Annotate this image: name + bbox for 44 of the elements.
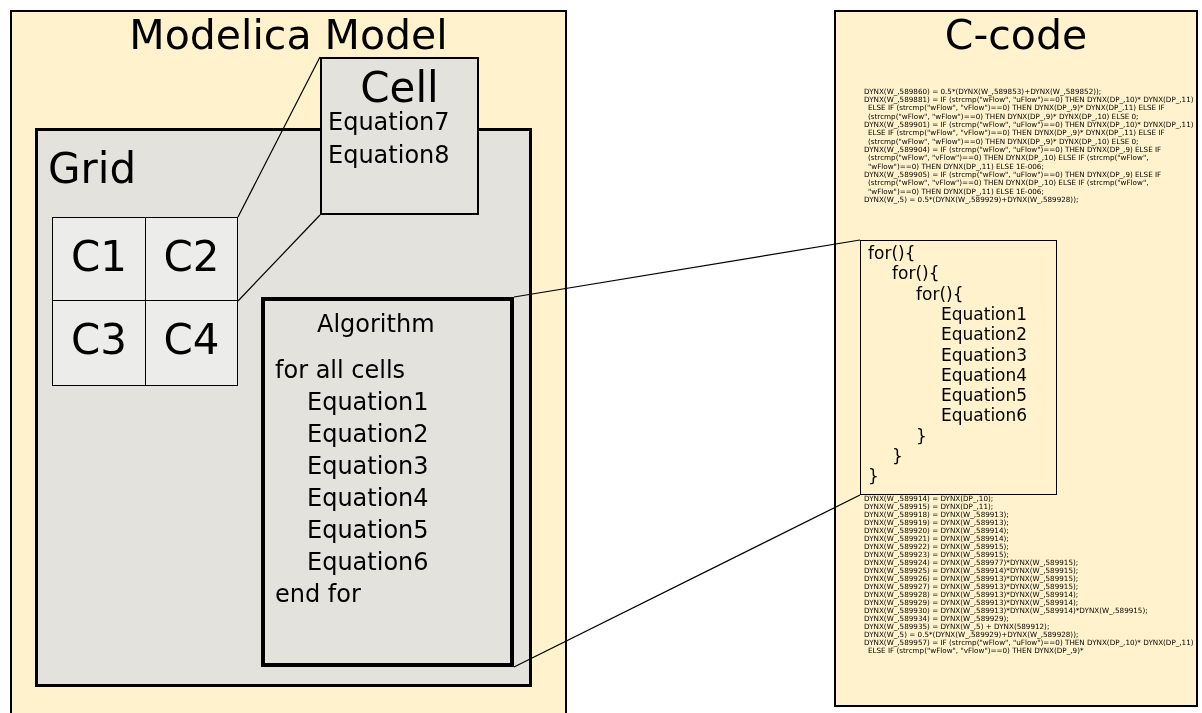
code-panel bbox=[834, 10, 1198, 707]
cell-label: C1 bbox=[69, 234, 129, 281]
equation-text: Equation4 bbox=[941, 365, 1028, 385]
loop-text: end for bbox=[275, 581, 361, 608]
equation-text: Equation4 bbox=[307, 485, 429, 512]
title-heading: C-code bbox=[943, 15, 1089, 56]
title-heading: Modelica Model bbox=[128, 15, 449, 56]
equation-text: Equation2 bbox=[941, 325, 1028, 344]
cell-label: C4 bbox=[162, 317, 221, 364]
equation-text: Equation5 bbox=[941, 386, 1028, 405]
equation-text: Equation3 bbox=[307, 453, 429, 480]
model-panel bbox=[10, 10, 567, 713]
cell-box bbox=[320, 57, 479, 215]
cell-label: Cell bbox=[360, 65, 439, 112]
leader-line bbox=[513, 494, 861, 668]
equation-text: Equation5 bbox=[307, 517, 429, 544]
equation-text: Equation1 bbox=[307, 389, 429, 416]
code-text: for(){ bbox=[868, 244, 916, 263]
leader-line bbox=[237, 56, 321, 218]
algorithm-box bbox=[261, 297, 514, 667]
equation-text: Equation8 bbox=[328, 142, 450, 169]
code-text: } bbox=[868, 467, 879, 486]
code-text: for(){ bbox=[892, 264, 940, 283]
code-text: for(){ bbox=[916, 284, 964, 304]
equation-text: Equation6 bbox=[941, 406, 1028, 426]
code-text: } bbox=[892, 447, 903, 466]
leader-line bbox=[513, 239, 861, 298]
algorithm-heading: Algorithm bbox=[317, 311, 435, 338]
grid-cell bbox=[145, 217, 238, 301]
grid-cell bbox=[52, 217, 146, 301]
loop-text: for all cells bbox=[275, 357, 406, 384]
grid-label: Grid bbox=[48, 146, 137, 193]
equation-text: Equation7 bbox=[328, 109, 450, 136]
cell-label: C3 bbox=[69, 317, 129, 364]
leader-line bbox=[237, 214, 321, 302]
equation-text: Equation6 bbox=[307, 549, 429, 576]
loop-box bbox=[860, 240, 1057, 495]
grid-cell bbox=[52, 300, 146, 386]
code-text: } bbox=[916, 426, 927, 446]
equation-text: Equation2 bbox=[307, 421, 429, 448]
equation-text: Equation1 bbox=[941, 304, 1028, 324]
cell-label: C2 bbox=[162, 234, 221, 281]
grid-cell bbox=[145, 300, 238, 386]
equation-text: Equation3 bbox=[941, 345, 1028, 365]
